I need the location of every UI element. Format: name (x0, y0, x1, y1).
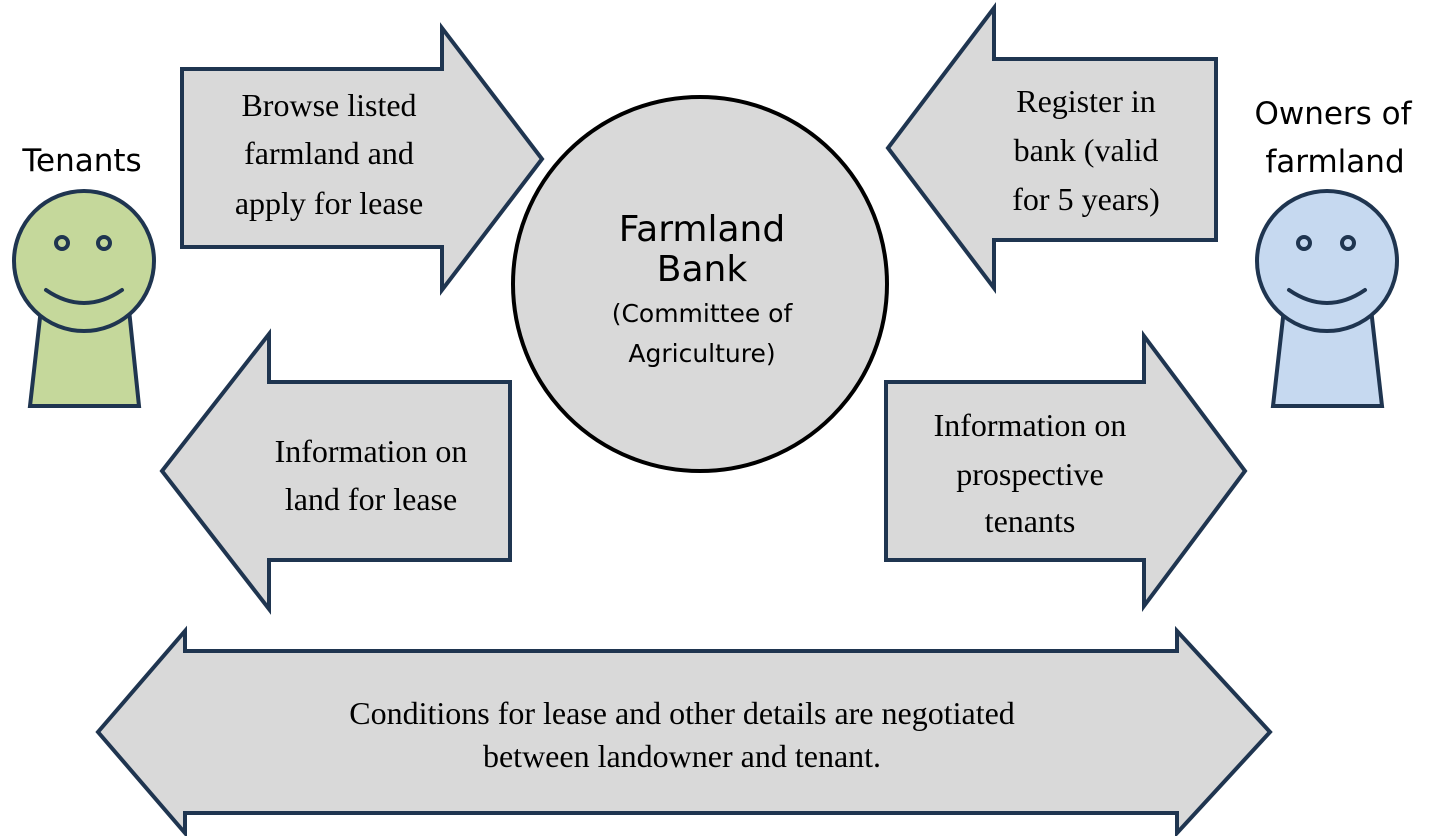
register-arrow-line1: Register in (1016, 83, 1156, 119)
owners-label-line1: Owners of (1254, 96, 1412, 132)
tenant-info-arrow-line3: tenants (985, 503, 1076, 539)
bank-subtitle-line1: (Committee of (612, 299, 794, 328)
tenant-info-arrow (884, 329, 1248, 613)
land-info-arrow (159, 328, 512, 615)
land-info-arrow-line1: Information on (275, 433, 468, 469)
register-arrow (885, 2, 1218, 294)
land-info-arrow-line2: land for lease (285, 481, 457, 517)
tenant-info-arrow-line1: Information on (934, 407, 1127, 443)
farmland-bank-circle (511, 95, 889, 473)
bank-title-line1: Farmland (619, 209, 785, 250)
negotiation-arrow-line1: Conditions for lease and other details a… (349, 695, 1015, 731)
tenant-figure-icon (12, 189, 156, 408)
negotiation-arrow-line2: between landowner and tenant. (483, 738, 881, 774)
bank-subtitle-line2: Agriculture) (628, 339, 775, 368)
register-arrow-line2: bank (valid (1014, 132, 1159, 168)
tenants-label: Tenants (21, 143, 141, 179)
owners-label-line2: farmland (1265, 144, 1404, 180)
browse-arrow-line1: Browse listed (241, 87, 416, 123)
negotiation-arrow (95, 625, 1273, 836)
browse-arrow (180, 22, 545, 296)
browse-arrow-line3: apply for lease (235, 185, 423, 221)
register-arrow-line3: for 5 years) (1012, 181, 1159, 217)
tenant-info-arrow-line2: prospective (956, 456, 1104, 492)
owner-figure-icon (1255, 189, 1399, 408)
browse-arrow-line2: farmland and (244, 135, 414, 171)
bank-title-line2: Bank (657, 249, 748, 290)
